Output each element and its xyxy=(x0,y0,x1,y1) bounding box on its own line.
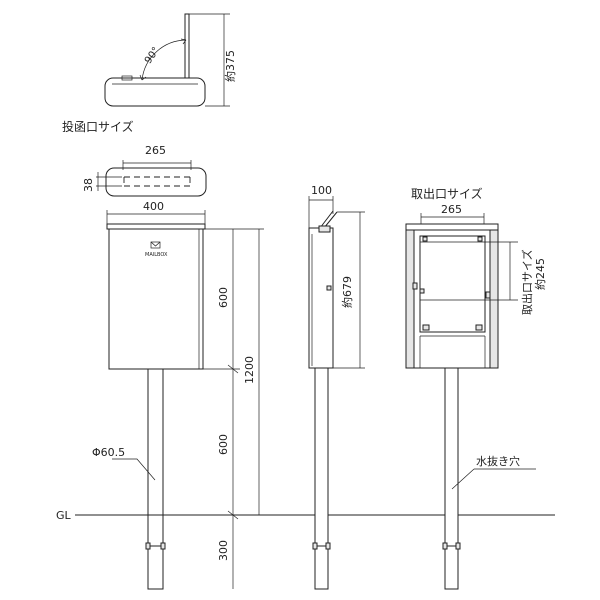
open-lid xyxy=(184,13,190,79)
box-height-label: 600 xyxy=(217,287,230,308)
rear-door xyxy=(419,235,486,333)
rear-width-label: 265 xyxy=(441,203,462,216)
front-post xyxy=(147,368,164,590)
side-view: 100 約679 xyxy=(308,184,365,590)
slot-size-view: 投函口サイズ 265 38 xyxy=(62,119,207,197)
rear-view: 取出口サイズ 265 取出口サイズ 約245 水 xyxy=(405,186,547,590)
total-height-label: 1200 xyxy=(243,356,256,384)
slot-size-title: 投函口サイズ xyxy=(62,119,134,134)
ground-line: GL xyxy=(56,509,555,522)
rear-post xyxy=(444,367,459,590)
box-width-label: 400 xyxy=(143,200,164,213)
front-view: 400 MAILBOX Φ60.5 600 600 1200 300 xyxy=(92,200,264,590)
pipe-diameter-label: Φ60.5 xyxy=(92,446,125,459)
side-depth-label: 100 xyxy=(311,184,332,197)
slot-width-label: 265 xyxy=(145,144,166,157)
drain-hole-label: 水抜き穴 xyxy=(476,454,520,468)
buried-depth-label: 300 xyxy=(217,540,230,561)
side-box-body xyxy=(308,227,334,369)
side-height-label: 約679 xyxy=(340,276,354,308)
angle-label: 90° xyxy=(143,45,162,66)
lid-box-outline xyxy=(104,77,206,107)
lid-height-label: 約375 xyxy=(223,50,237,82)
logo-text: MAILBOX xyxy=(145,252,168,258)
post-height-label: 600 xyxy=(217,434,230,455)
side-post xyxy=(314,367,329,590)
rear-size-title: 取出口サイズ xyxy=(411,186,483,201)
slot-height-label: 38 xyxy=(82,178,95,192)
ground-level-label: GL xyxy=(56,509,72,522)
rear-height-label: 約245 xyxy=(533,258,547,290)
angle-arc xyxy=(141,39,187,81)
front-box-body xyxy=(108,228,204,370)
rear-size-side-title: 取出口サイズ xyxy=(520,249,534,315)
mail-icon xyxy=(150,241,161,249)
lid-open-view: 90° 約375 xyxy=(104,13,237,107)
slot-box-outline xyxy=(105,167,207,197)
